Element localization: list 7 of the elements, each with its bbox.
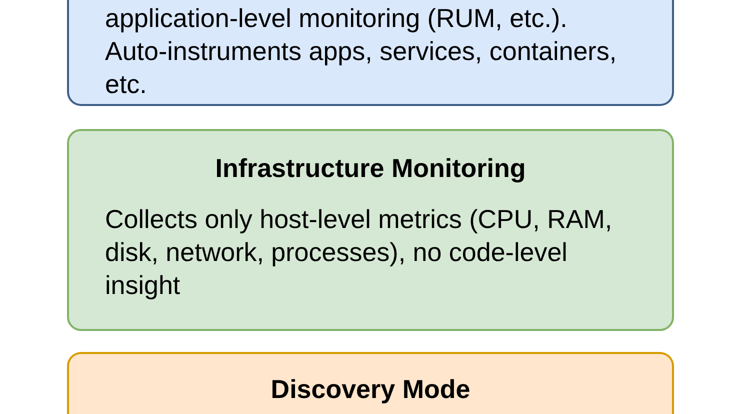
box-heading: Infrastructure Monitoring bbox=[214, 153, 527, 184]
box-heading: Discovery Mode bbox=[270, 374, 472, 405]
process-box bbox=[67, 352, 674, 414]
box-description: Collects only host-level metrics (CPU, RAM, disk, network, processes), no code-level insight bbox=[105, 203, 614, 302]
process-box bbox=[67, 129, 674, 331]
process-box bbox=[67, 0, 674, 106]
box-description: application-level monitoring (RUM, etc.). Auto-instruments apps, services, containers, etc. bbox=[105, 2, 618, 101]
